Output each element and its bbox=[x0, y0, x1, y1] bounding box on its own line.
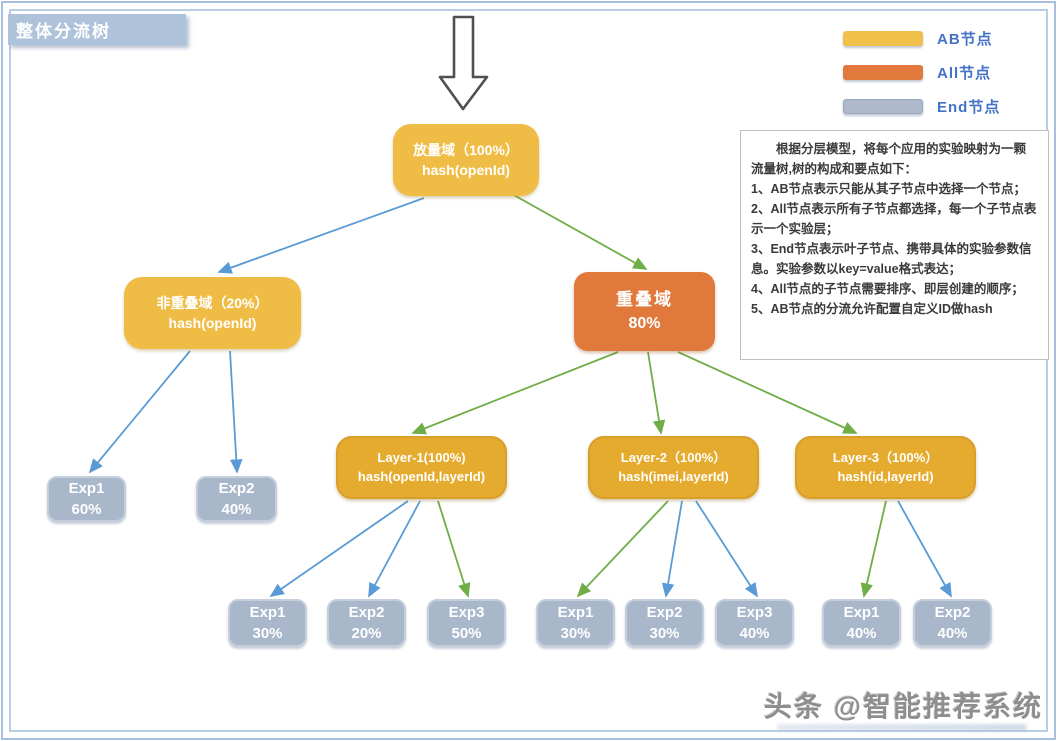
legend-item-ab: AB节点 bbox=[843, 26, 1003, 50]
exp-name: Exp2 bbox=[218, 480, 255, 497]
exp-node: Exp3 50% bbox=[427, 599, 506, 647]
exp-pct: 40% bbox=[221, 501, 252, 518]
exp-pct: 30% bbox=[560, 625, 591, 642]
legend: AB节点 All节点 End节点 bbox=[843, 26, 1003, 128]
layer-2-node: Layer-2（100%） hash(imei,layerId) bbox=[588, 436, 759, 499]
layer-1-title: Layer-1(100%) bbox=[377, 449, 466, 465]
exp-node: Exp3 40% bbox=[715, 599, 794, 647]
layer-3-hash: hash(id,layerId) bbox=[837, 468, 934, 484]
exp-name: Exp3 bbox=[736, 604, 773, 621]
legend-label-ab: AB节点 bbox=[937, 30, 993, 48]
legend-label-all: All节点 bbox=[937, 64, 992, 82]
exp-name: Exp1 bbox=[843, 604, 880, 621]
exp-pct: 60% bbox=[71, 501, 102, 518]
exp-name: Exp1 bbox=[68, 480, 105, 497]
end-node-swatch bbox=[843, 98, 923, 114]
legend-item-all: All节点 bbox=[843, 60, 1003, 84]
entry-arrow-icon bbox=[438, 15, 489, 111]
non-overlap-node-hash: hash(openId) bbox=[168, 315, 257, 331]
exp-pct: 30% bbox=[252, 625, 283, 642]
legend-item-end: End节点 bbox=[843, 94, 1003, 118]
exp-name: Exp1 bbox=[557, 604, 594, 621]
layer-3-node: Layer-3（100%） hash(id,layerId) bbox=[795, 436, 976, 499]
root-node-hash: hash(openId) bbox=[422, 162, 510, 178]
layer-3-title: Layer-3（100%） bbox=[832, 449, 939, 465]
exp-name: Exp3 bbox=[448, 604, 485, 621]
exp-pct: 30% bbox=[649, 625, 680, 642]
layer-2-hash: hash(imei,layerId) bbox=[618, 468, 729, 484]
non-overlap-node: 非重叠域（20%） hash(openId) bbox=[124, 277, 301, 349]
root-node: 放量域（100%） hash(openId) bbox=[393, 124, 539, 196]
exp-node: Exp1 30% bbox=[228, 599, 307, 647]
layer-1-node: Layer-1(100%) hash(openId,layerId) bbox=[336, 436, 507, 499]
exp-name: Exp1 bbox=[249, 604, 286, 621]
page-title: 整体分流树 bbox=[8, 14, 186, 45]
exp-pct: 40% bbox=[846, 625, 877, 642]
exp-node: Exp2 40% bbox=[913, 599, 992, 647]
layer-1-hash: hash(openId,layerId) bbox=[357, 468, 486, 484]
notes-box: 根据分层模型，将每个应用的实验映射为一颗流量树,树的构成和要点如下： 1、AB节… bbox=[740, 130, 1049, 360]
exp-node: Exp1 40% bbox=[822, 599, 901, 647]
exp-name: Exp2 bbox=[348, 604, 385, 621]
exp-pct: 40% bbox=[937, 625, 968, 642]
watermark-url-blur bbox=[777, 724, 1027, 731]
exp-node: Exp1 30% bbox=[536, 599, 615, 647]
watermark-text: 头条 @智能推荐系统 bbox=[763, 691, 1043, 722]
ab-node-swatch bbox=[843, 30, 923, 46]
exp-name: Exp2 bbox=[934, 604, 971, 621]
all-node-swatch bbox=[843, 64, 923, 80]
overlap-node: 重叠域 80% bbox=[574, 272, 715, 351]
layer-2-title: Layer-2（100%） bbox=[620, 449, 727, 465]
exp-node: Exp2 20% bbox=[327, 599, 406, 647]
exp-pct: 40% bbox=[739, 625, 770, 642]
overlap-node-title: 重叠域 bbox=[616, 289, 673, 309]
non-overlap-node-title: 非重叠域（20%） bbox=[156, 294, 269, 311]
exp-pct: 50% bbox=[451, 625, 482, 642]
root-node-title: 放量域（100%） bbox=[413, 141, 519, 158]
exp-node: Exp1 60% bbox=[47, 476, 126, 522]
exp-pct: 20% bbox=[351, 625, 382, 642]
exp-name: Exp2 bbox=[646, 604, 683, 621]
legend-label-end: End节点 bbox=[937, 98, 1001, 116]
overlap-node-pct: 80% bbox=[628, 315, 661, 333]
exp-node: Exp2 40% bbox=[196, 476, 277, 522]
exp-node: Exp2 30% bbox=[625, 599, 704, 647]
